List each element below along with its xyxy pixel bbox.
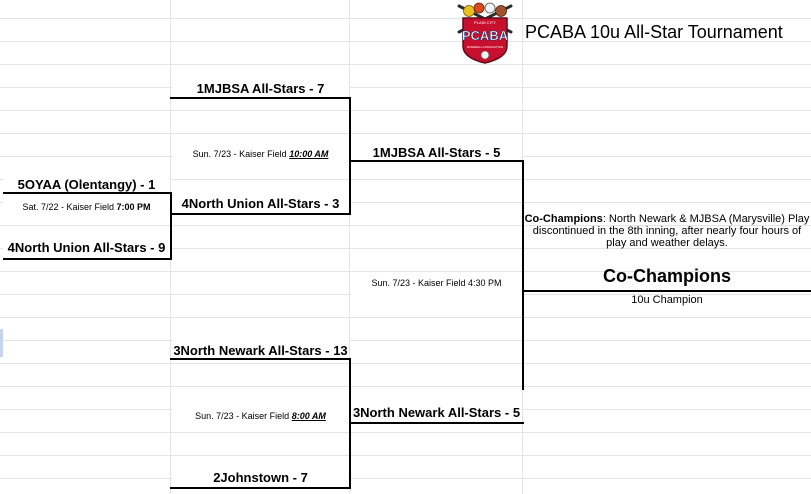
row-divider [0,41,811,42]
row-divider [0,478,811,479]
sf-game-info[interactable]: Sun. 7/23 - Kaiser Field 4:30 PM [351,272,522,295]
champion-name[interactable]: Co-Champions [603,266,731,286]
row-divider [0,225,811,226]
row-divider [0,340,811,341]
svg-text:BASEBALL ASSOCIATION: BASEBALL ASSOCIATION [467,45,503,49]
r2-lower-team1[interactable]: 3North Newark All-Stars - 13 [172,339,349,362]
bracket-line [349,97,351,215]
r2-lower-team2[interactable]: 2Johnstown - 7 [172,466,349,489]
bracket-line [170,192,172,260]
row-divider [0,64,811,65]
bracket-line [349,422,524,424]
row-divider [0,179,811,180]
tournament-title: PCABA 10u All-Star Tournament [525,22,783,42]
co-champions-note[interactable]: Co-Champions: North Newark & MJBSA (Mary… [524,213,810,249]
bracket-line [522,290,811,292]
row-divider [0,18,811,19]
r1-team2[interactable]: 4North Union All-Stars - 9 [3,236,170,259]
row-divider [0,87,811,88]
row-divider [0,317,811,318]
co-champions-note-label: Co-Champions [524,213,603,225]
r1-game-time: 7:00 PM [116,202,151,212]
bracket-line [170,97,351,99]
row-divider [0,363,811,364]
pcaba-logo: PLAIN CITY PCABA BASEBALL ASSOCIATION [457,2,513,64]
sf-team1[interactable]: 1MJBSA All-Stars - 5 [351,141,522,164]
bracket-line [170,213,351,215]
row-divider [0,110,811,111]
row-divider [0,455,811,456]
row-divider [0,248,811,249]
bracket-line [170,358,351,360]
bracket-line [170,487,351,489]
row-divider [0,133,811,134]
row-divider [0,271,811,272]
svg-text:PLAIN CITY: PLAIN CITY [474,20,496,25]
bracket-line [3,258,171,260]
row-divider [0,432,811,433]
champion-label: 10u Champion [631,294,703,306]
row-selection-indicator [0,329,3,357]
bracket-line [3,192,171,194]
bracket-line [349,160,524,162]
svg-text:PCABA: PCABA [462,28,509,43]
row-divider [0,386,811,387]
r2-lower-game-info[interactable]: Sun. 7/23 - Kaiser Field 8:00 AM [172,405,349,428]
r2-upper-team1[interactable]: 1MJBSA All-Stars - 7 [172,77,349,100]
r1-team1[interactable]: 5OYAA (Olentangy) - 1 [3,173,170,196]
column-divider [349,0,350,494]
bracket-line [522,160,524,390]
r2-lower-game-time: 8:00 AM [291,411,326,421]
r1-game-info[interactable]: Sat. 7/22 - Kaiser Field 7:00 PM [3,196,170,219]
r2-upper-game-time: 10:00 AM [289,149,329,159]
sf-team2[interactable]: 3North Newark All-Stars - 5 [351,401,522,424]
r2-upper-game-info[interactable]: Sun. 7/23 - Kaiser Field 10:00 AM [172,143,349,166]
row-divider [0,202,811,203]
r2-upper-team2[interactable]: 4North Union All-Stars - 3 [172,192,349,215]
